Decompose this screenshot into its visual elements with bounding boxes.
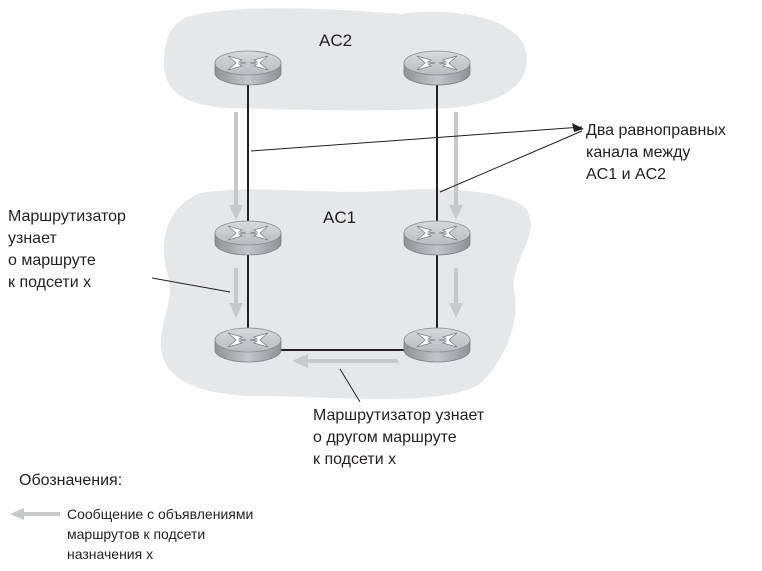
router-as1-bottom-right bbox=[403, 327, 471, 363]
advert-arrow-as2-right bbox=[449, 112, 463, 220]
callout-arrowhead bbox=[572, 123, 584, 132]
advert-arrow-bottom bbox=[292, 354, 398, 368]
router-as1-bottom-left bbox=[214, 327, 282, 363]
router-as1-top-left bbox=[214, 220, 282, 256]
router-as1-top-right bbox=[403, 220, 471, 256]
as2-label: AC2 bbox=[319, 31, 353, 50]
router-as2-left bbox=[214, 50, 282, 86]
as1-label: AC1 bbox=[323, 208, 357, 227]
legend-advert-message: Сообщение с объявлениями маршрутов к под… bbox=[67, 506, 254, 562]
callout-peering-right bbox=[439, 130, 583, 193]
advert-arrow-as2-left bbox=[229, 112, 243, 220]
callout-peering-left bbox=[250, 126, 583, 152]
advert-arrow-as1-left bbox=[229, 268, 243, 318]
advert-arrow-as1-right bbox=[449, 268, 463, 318]
peering-links-label: Два равноправных канала между AC1 и AC2 bbox=[586, 122, 726, 183]
router-learns-label: Маршрутизатор узнает о маршруте к подсет… bbox=[8, 208, 126, 291]
router-learns-alt-label: Маршрутизатор узнает о другом маршруте к… bbox=[313, 407, 485, 468]
callout-router-learns-alt bbox=[339, 368, 361, 403]
callout-router-learns bbox=[151, 277, 231, 293]
legend-title: Обозначения: bbox=[19, 472, 123, 489]
router-as2-right bbox=[403, 50, 471, 86]
legend-arrow bbox=[10, 508, 60, 520]
